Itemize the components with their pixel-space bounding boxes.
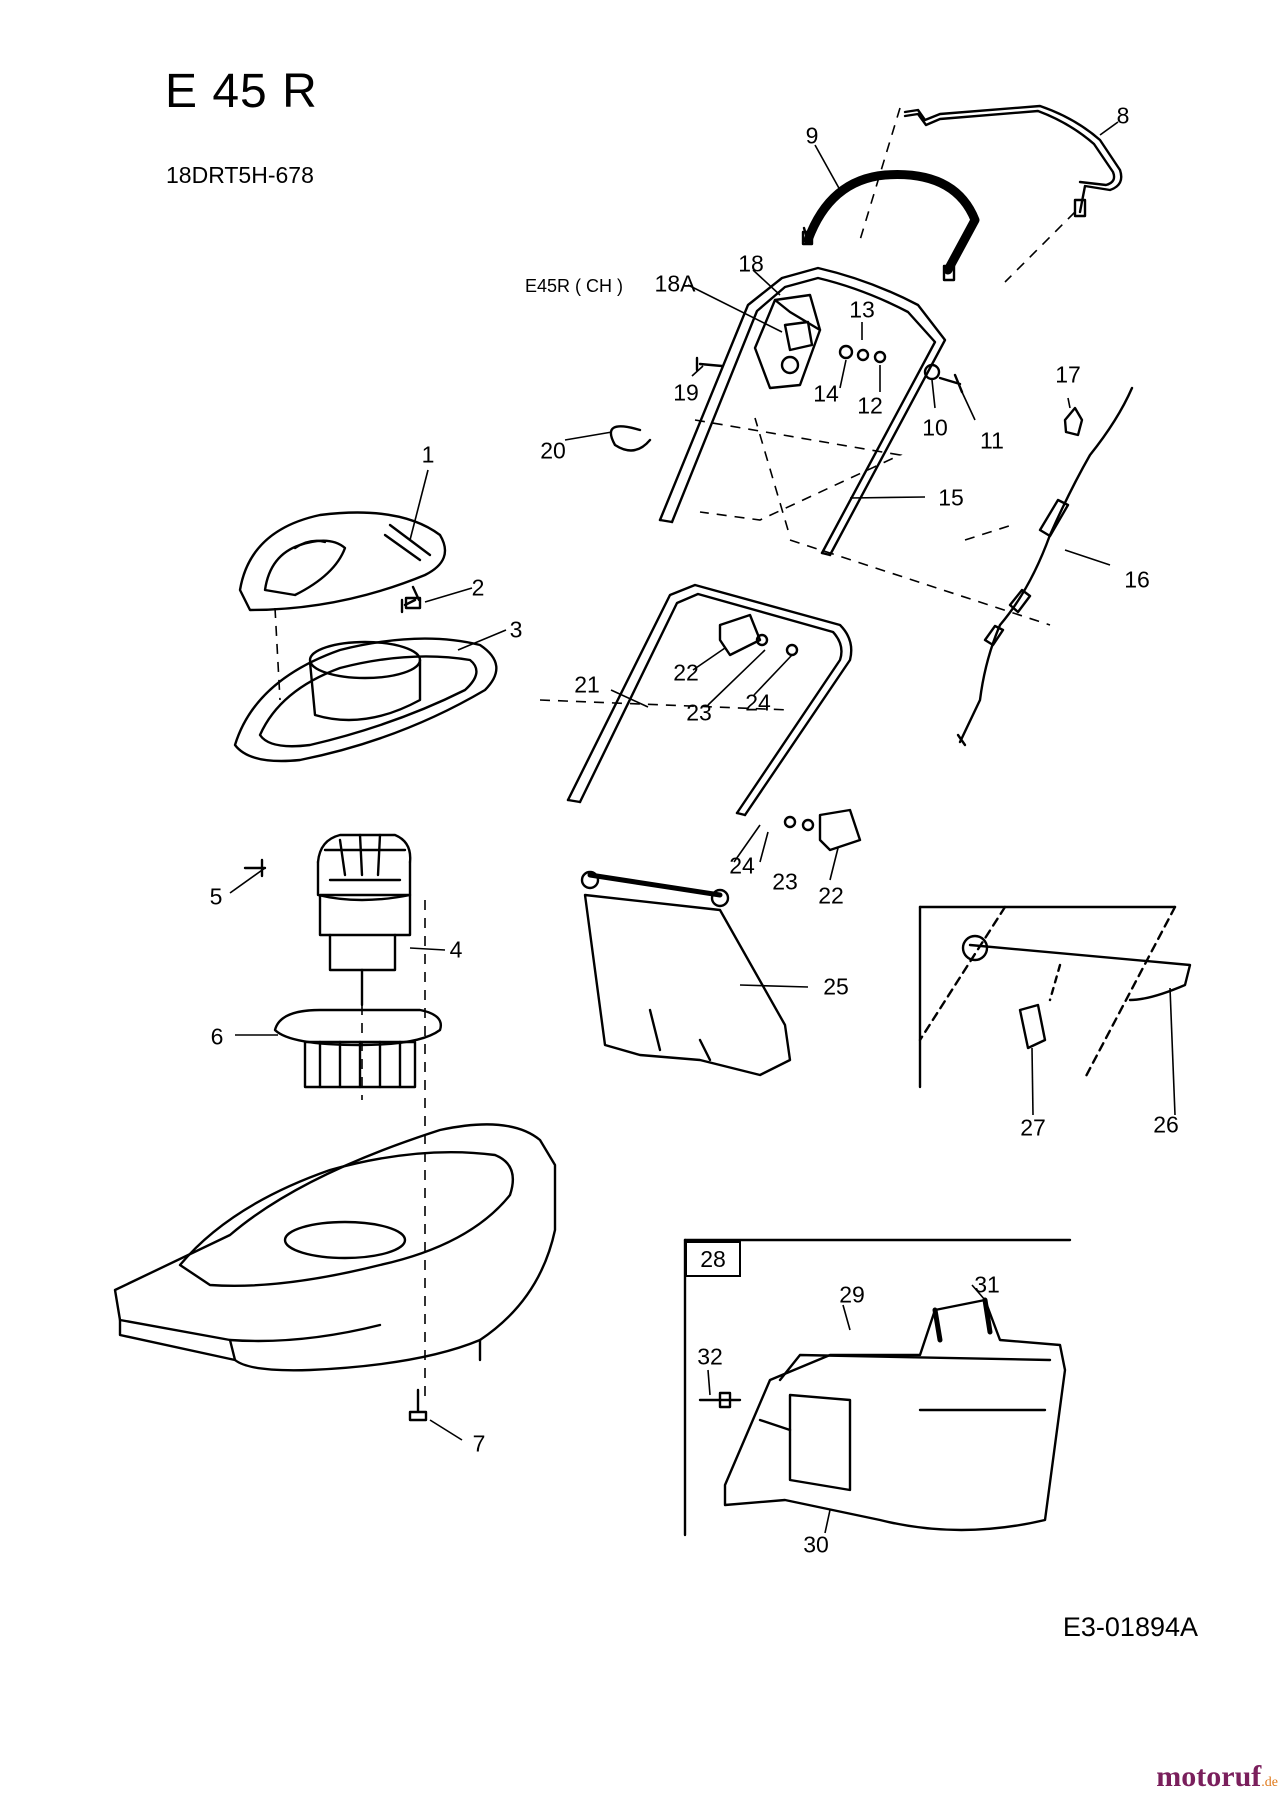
callout-25: 25 [823, 973, 849, 1000]
model-number: 18DRT5H-678 [166, 162, 314, 188]
callout-24-lower: 24 [729, 852, 755, 879]
callout-3: 3 [509, 616, 523, 643]
callout-19: 19 [673, 379, 699, 406]
callout-18: 18 [738, 250, 764, 277]
hardware-fasteners-upper [695, 344, 964, 394]
callout-20: 20 [540, 437, 566, 464]
callout-16: 16 [1124, 566, 1150, 593]
callout-18a: 18A [654, 270, 696, 297]
callout-27: 27 [1020, 1114, 1046, 1141]
drawing-number: E3-01894A [1062, 1612, 1198, 1642]
callout-9: 9 [805, 122, 819, 149]
callout-26: 26 [1153, 1111, 1179, 1138]
callout-5: 5 [209, 883, 223, 910]
callout-22-lower: 22 [818, 882, 844, 909]
part-screw [408, 1388, 428, 1422]
part-lower-handle [566, 583, 862, 852]
part-fan [243, 858, 442, 1089]
watermark-logo: motoruf.de [1156, 1760, 1278, 1794]
part-motor-cover [238, 511, 447, 612]
callout-30: 30 [803, 1531, 829, 1558]
part-cable-clip [1063, 406, 1084, 437]
part-upper-handle-bar [903, 104, 1123, 218]
part-switch-box [753, 293, 822, 390]
callout-13: 13 [849, 296, 875, 323]
callout-24-upper: 24 [745, 689, 771, 716]
watermark-name: motoruf [1156, 1760, 1262, 1793]
callout-4: 4 [449, 936, 463, 963]
page-title: E 45 R [165, 65, 318, 118]
callout-31: 31 [974, 1271, 1000, 1298]
callout-1: 1 [421, 441, 435, 468]
callout-22-upper: 22 [673, 659, 699, 686]
part-brake-cable [956, 386, 1134, 747]
variant-note: E45R ( CH ) [525, 276, 624, 296]
panel-handle-detail [918, 905, 1192, 1089]
callout-29: 29 [839, 1281, 865, 1308]
part-lower-handle-frame [658, 266, 947, 557]
callout-11: 11 [980, 427, 1004, 454]
panel-grass-catcher [683, 1238, 1072, 1537]
callout-17: 17 [1055, 361, 1081, 388]
callout-12: 12 [857, 392, 883, 419]
part-electric-motor [316, 833, 412, 1007]
part-mower-deck [113, 1123, 557, 1372]
callout-21: 21 [574, 671, 600, 698]
callout-10: 10 [922, 414, 948, 441]
callout-box-28: 28 [685, 1241, 741, 1277]
part-rear-deflector [580, 870, 792, 1077]
callout-23-lower: 23 [772, 868, 798, 895]
callout-28: 28 [700, 1246, 726, 1272]
callout-32: 32 [697, 1343, 723, 1370]
watermark-tld: .de [1261, 1775, 1278, 1790]
part-clip-ring [609, 425, 652, 452]
callout-14: 14 [813, 380, 839, 407]
part-motor-housing-base [233, 585, 498, 763]
callout-2: 2 [471, 574, 485, 601]
callout-7: 7 [472, 1430, 486, 1457]
part-screw-small [400, 598, 417, 614]
callout-23-upper: 23 [686, 699, 712, 726]
part-handle-grip-cable [801, 170, 980, 282]
callout-8: 8 [1116, 102, 1130, 129]
callout-6: 6 [210, 1023, 224, 1050]
callout-15: 15 [938, 484, 964, 511]
